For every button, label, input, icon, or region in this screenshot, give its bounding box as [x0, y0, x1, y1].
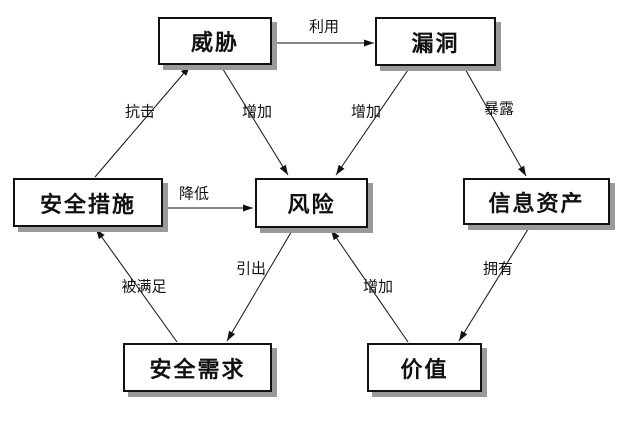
node-security-requirements: 安全需求 [123, 343, 272, 392]
node-threat: 威胁 [158, 17, 272, 65]
edge-label-increase-from-value: 增加 [362, 277, 394, 296]
edge-line-inc-value [330, 229, 409, 343]
edge-line-inc-vuln [335, 66, 411, 176]
node-security-requirements-label: 安全需求 [149, 357, 246, 383]
edge-line-expose [463, 66, 527, 177]
edge-line-satisfied [95, 228, 178, 343]
edge-label-resist: 抗击 [124, 102, 156, 121]
node-vulnerability: 漏洞 [375, 17, 496, 66]
node-information-assets-label: 信息资产 [488, 191, 585, 217]
node-security-measures-label: 安全措施 [39, 192, 136, 218]
edge-label-leads-to: 引出 [235, 259, 267, 278]
node-threat-label: 威胁 [190, 31, 239, 56]
edge-line-resist [94, 65, 191, 178]
node-security-measures: 安全措施 [13, 178, 163, 227]
edge-label-expose: 暴露 [483, 99, 515, 118]
node-risk: 风险 [255, 178, 368, 228]
node-information-assets: 信息资产 [463, 178, 610, 225]
node-risk-label: 风险 [287, 193, 336, 218]
edge-label-be-satisfied: 被满足 [121, 277, 167, 296]
node-vulnerability-label: 漏洞 [411, 31, 460, 57]
edge-line-possess [458, 225, 531, 342]
edge-label-exploit: 利用 [308, 17, 340, 36]
edge-label-possess: 拥有 [482, 259, 514, 278]
edge-label-increase-from-vuln: 增加 [350, 102, 382, 121]
edge-label-increase-from-threat: 增加 [241, 102, 273, 121]
edge-line-inc-threat [220, 65, 289, 176]
edge-line-leads [226, 228, 294, 342]
node-value: 价值 [367, 343, 482, 392]
edge-label-reduce: 降低 [178, 184, 210, 203]
node-value-label: 价值 [400, 357, 449, 383]
